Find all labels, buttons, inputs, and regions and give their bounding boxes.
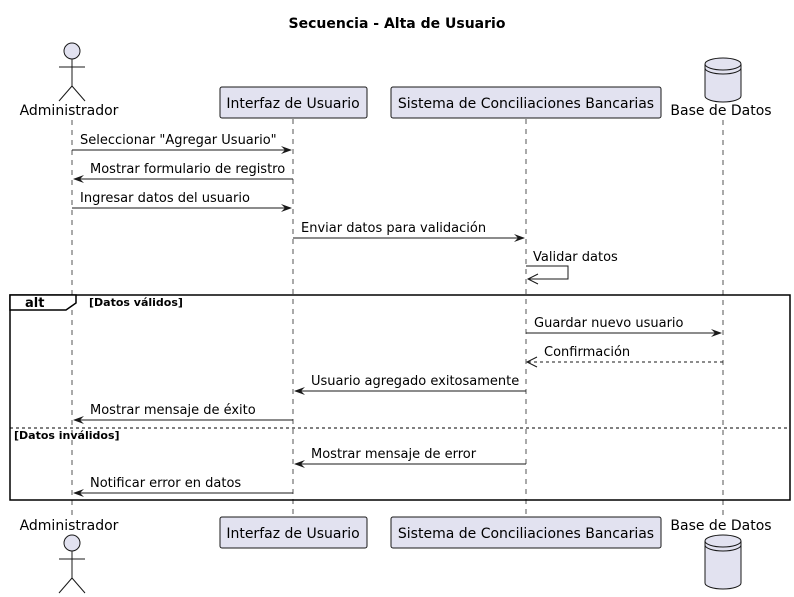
message-arrowhead: [514, 234, 525, 242]
message-label: Mostrar mensaje de éxito: [90, 403, 256, 418]
participant-db-label-bottom: Base de Datos: [670, 518, 771, 534]
message-arrowhead: [281, 146, 292, 154]
message-label: Usuario agregado exitosamente: [311, 374, 519, 389]
message-arrowhead: [73, 416, 84, 424]
message-label: Seleccionar "Agregar Usuario": [80, 133, 277, 148]
alt-guard-invalid: [Datos inválidos]: [14, 429, 120, 442]
participant-ui-label-top: Interfaz de Usuario: [226, 96, 359, 112]
participant-admin-label-top: Administrador: [20, 103, 119, 119]
alt-guard-valid: [Datos válidos]: [89, 296, 183, 309]
message-label: Notificar error en datos: [90, 476, 241, 491]
participant-sys-top: [390, 86, 662, 119]
actor-admin-top: [58, 42, 86, 102]
message-label: Mostrar formulario de registro: [90, 162, 285, 177]
participant-ui-label-bottom: Interfaz de Usuario: [226, 526, 359, 542]
message-arrowhead: [73, 175, 84, 183]
participant-sys-label-top: Sistema de Conciliaciones Bancarias: [398, 96, 654, 112]
database-icon-bottom: [704, 534, 742, 590]
participant-ui-top: [219, 86, 368, 119]
participant-sys-label-bottom: Sistema de Conciliaciones Bancarias: [398, 526, 654, 542]
message-arrowhead: [294, 460, 305, 468]
participant-admin-label-bottom: Administrador: [20, 518, 119, 534]
message-arrowhead: [525, 356, 538, 368]
messages-layer: Seleccionar "Agregar Usuario" Mostrar for…: [72, 133, 723, 497]
message-label: Confirmación: [544, 345, 630, 360]
message-label: Enviar datos para validación: [301, 221, 486, 236]
message-arrowhead: [294, 387, 305, 395]
message-label: Mostrar mensaje de error: [311, 447, 477, 462]
message-arrowhead: [711, 329, 722, 337]
message-arrowhead: [526, 273, 539, 285]
participant-sys-bottom: [390, 516, 662, 549]
participant-ui-bottom: [219, 516, 368, 549]
message-arrowhead: [73, 489, 84, 497]
message-self-arrow: [526, 265, 569, 280]
message-label: Ingresar datos del usuario: [80, 191, 250, 206]
alt-keyword: alt: [25, 296, 44, 311]
participant-db-label-top: Base de Datos: [670, 103, 771, 119]
actor-admin-bottom: [58, 534, 86, 594]
actor-head-icon: [63, 534, 81, 552]
database-icon-top: [704, 57, 742, 103]
diagram-title: Secuencia - Alta de Usuario: [289, 16, 506, 32]
message-label: Validar datos: [533, 250, 618, 265]
alt-tab: [9, 294, 77, 311]
message-label: Guardar nuevo usuario: [534, 316, 684, 331]
alt-frame: [9, 294, 791, 501]
actor-head-icon: [63, 42, 81, 60]
message-arrowhead: [281, 204, 292, 212]
